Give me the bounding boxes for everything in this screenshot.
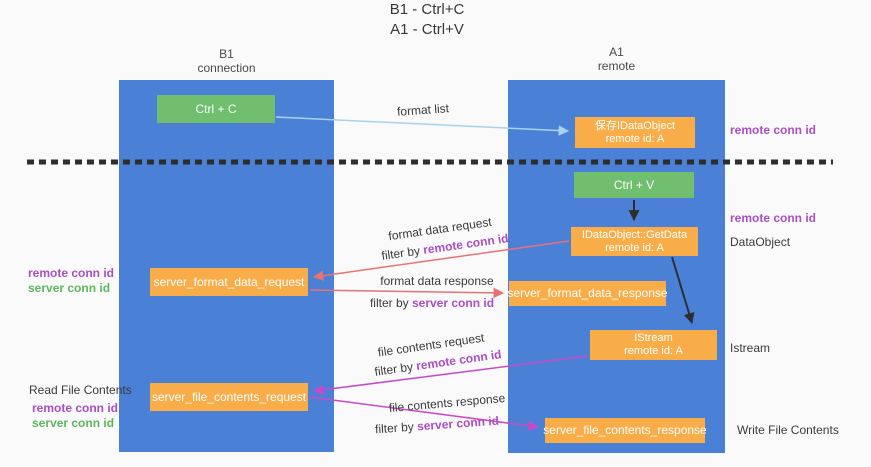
right-top-remote-conn-id: remote conn id (730, 123, 817, 137)
title-line-2: A1 - Ctrl+V (390, 21, 464, 38)
format-response-arrow (309, 287, 505, 299)
server-format-data-response-box: server_format_data_response (507, 281, 668, 306)
file-contents-response-label: file contents response (388, 390, 506, 416)
read-file-contents-label: Read File Contents (29, 383, 132, 397)
right-column-role: remote (597, 59, 636, 73)
saved-idataobject-line1: 保存IDataObject (594, 119, 676, 132)
left-column-role: connection (197, 61, 256, 75)
istream-side-label: Istream (730, 341, 771, 355)
server-format-data-request-label: server_format_data_request (153, 274, 305, 289)
getdata-box: IDataObject::GetData remote id: A (571, 227, 698, 256)
saved-idataobject-box: 保存IDataObject remote id: A (575, 117, 695, 148)
left-format-server-conn-id: server conn id (28, 281, 111, 295)
istream-line2: remote id: A (624, 345, 683, 357)
server-file-contents-request-label: server_file_contents_request (151, 389, 307, 404)
saved-idataobject-line2: remote id: A (605, 132, 665, 145)
left-column-name: B1 (219, 47, 234, 61)
ctrl-v-label: Ctrl + V (613, 177, 655, 192)
server-format-data-request-box: server_format_data_request (150, 268, 308, 296)
format-request-filter-prefix: filter by (380, 243, 425, 263)
file-response-filter-id: server conn id (416, 413, 500, 434)
format-list-arrow-label: format list (396, 101, 450, 119)
file-response-filter-prefix: filter by (374, 419, 418, 437)
right-column-header: A1 remote (508, 45, 725, 73)
file-request-filter-prefix: filter by (373, 359, 418, 379)
title-line-1: B1 - Ctrl+C (389, 1, 465, 18)
file-response-filter-label: filter by server conn id (375, 414, 500, 437)
format-data-response-label: format data response (380, 274, 494, 288)
server-file-contents-response-box: server_file_contents_response (543, 418, 707, 443)
format-response-filter-label: filter by server conn id (370, 296, 494, 310)
server-format-data-response-label: server_format_data_response (507, 286, 668, 300)
ctrl-c-label: Ctrl + C (195, 101, 237, 116)
dataobject-label: DataObject (730, 235, 791, 249)
ctrl-v-box: Ctrl + V (574, 172, 694, 198)
format-response-filter-id: server conn id (411, 296, 495, 310)
left-format-remote-conn-id: remote conn id (28, 266, 115, 280)
format-response-filter-prefix: filter by (369, 296, 412, 310)
istream-line1: IStream (634, 332, 673, 344)
getdata-line1: IDataObject::GetData (581, 228, 688, 241)
ctrl-c-box: Ctrl + C (157, 95, 275, 123)
diagram-title: B1 - Ctrl+C A1 - Ctrl+V (0, 0, 854, 40)
right-column-name: A1 (609, 45, 624, 59)
right-mid-remote-conn-id: remote conn id (730, 211, 817, 225)
left-file-remote-conn-id: remote conn id (32, 401, 119, 415)
left-file-server-conn-id: server conn id (32, 416, 115, 430)
server-file-contents-request-box: server_file_contents_request (150, 383, 308, 411)
istream-box: IStream remote id: A (590, 330, 717, 360)
server-file-contents-response-label: server_file_contents_response (543, 423, 707, 437)
getdata-line2: remote id: A (605, 241, 664, 254)
write-file-contents-label: Write File Contents (737, 423, 839, 437)
left-column-header: B1 connection (119, 47, 334, 75)
